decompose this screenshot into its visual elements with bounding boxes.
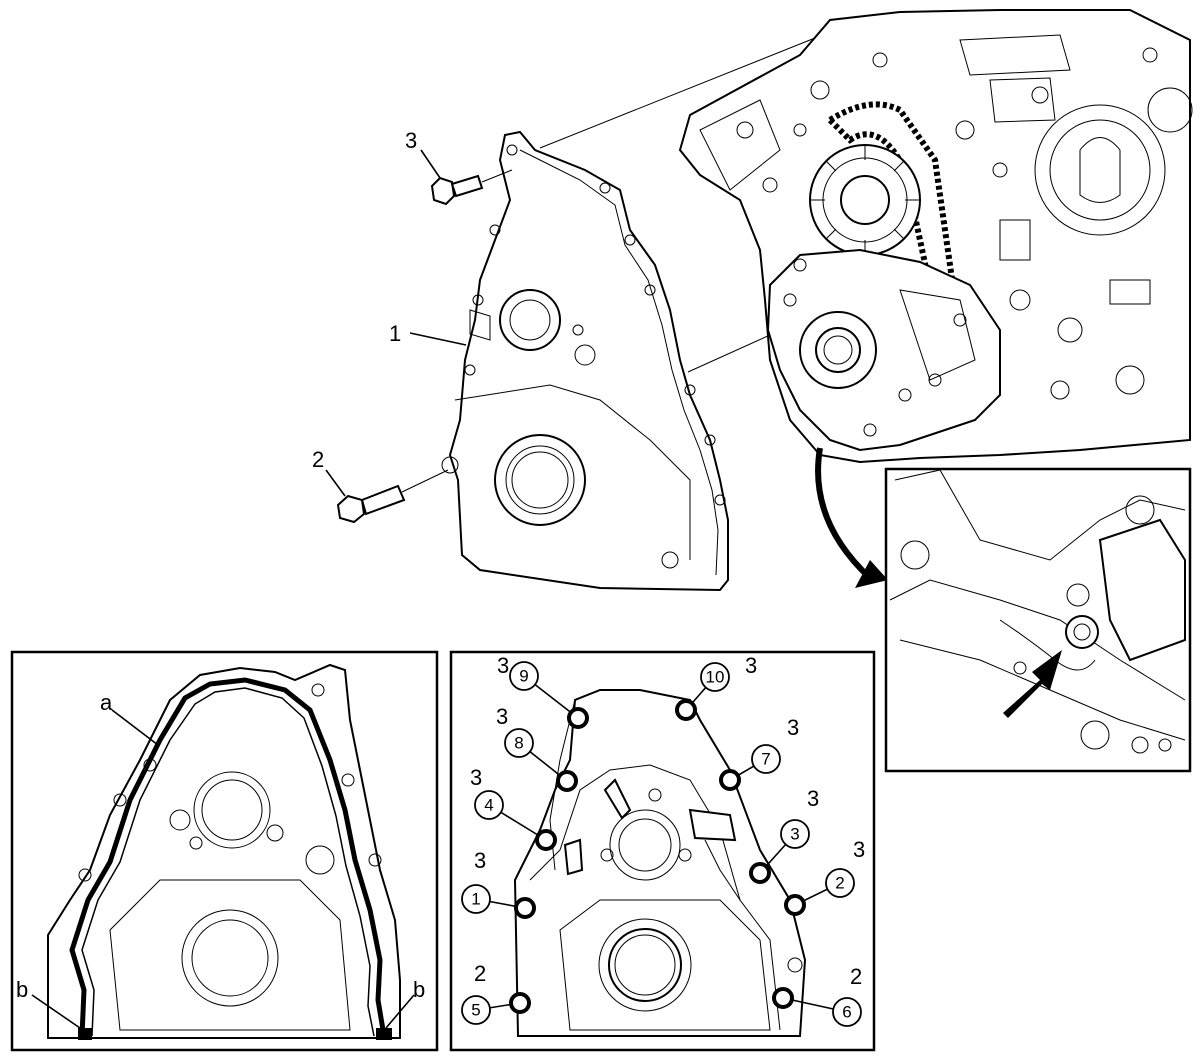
curved-arrow-head: [855, 560, 888, 588]
bolt-quantity-9: 3: [497, 653, 509, 678]
front-cover-illustration: [441, 130, 729, 592]
bolt-top-callout: 3: [405, 128, 417, 153]
bolt-bottom-callout: 2: [312, 447, 324, 472]
sequence-number-4: 4: [484, 796, 493, 815]
sequence-number-circle: [461, 995, 491, 1025]
curved-arrow: [815, 447, 873, 581]
bolt-quantity-10: 3: [745, 653, 757, 678]
sequence-number-1: 1: [471, 890, 480, 909]
bolt-quantity-8: 3: [496, 704, 508, 729]
sequence-number-circle: [509, 661, 539, 691]
bolt-head-4: [535, 829, 557, 851]
bolt-head-7: [719, 769, 741, 791]
sequence-number-5: 5: [471, 1001, 480, 1020]
alignment-line: [687, 334, 771, 373]
sequence-number-circle: [780, 819, 810, 849]
bolt-quantity-6: 2: [850, 964, 862, 989]
pointer-arrow-icon: [1003, 650, 1062, 718]
bolt-bottom-illustration: [336, 469, 449, 524]
sealant-end-callout-left: b: [16, 977, 28, 1002]
alignment-line: [539, 37, 816, 149]
tightening-sequence-panel: [449, 650, 876, 1052]
sequence-number-circle: [825, 868, 855, 898]
bolt-quantity-4: 3: [470, 765, 482, 790]
bolt-head-3: [749, 862, 771, 884]
sequence-number-circle: [461, 884, 491, 914]
bolt-head-6: [772, 987, 794, 1009]
bolt-quantity-5: 2: [474, 961, 486, 986]
bolt-head-1: [514, 897, 536, 919]
engine-block-illustration: [678, 9, 1193, 464]
bolt-quantity-2: 3: [853, 837, 865, 862]
sequence-number-3: 3: [790, 825, 799, 844]
bolt-head-10: [675, 699, 697, 721]
sealant-end-callout-right: b: [413, 977, 425, 1002]
bolt-head-8: [556, 770, 578, 792]
sequence-number-9: 9: [519, 667, 528, 686]
sequence-number-10: 10: [706, 668, 725, 687]
sequence-number-circle: [751, 744, 781, 774]
bolt-head-2: [784, 894, 806, 916]
cover-callout: 1: [389, 321, 401, 346]
bolt-top-illustration: [430, 169, 513, 206]
sequence-number-circle: [700, 662, 730, 692]
bolt-quantity-1: 3: [474, 848, 486, 873]
sealant-view-panel: a b b: [10, 650, 439, 1052]
detail-view-panel: [884, 467, 1192, 773]
sequence-number-8: 8: [514, 734, 523, 753]
bolt-quantity-7: 3: [787, 715, 799, 740]
sealant-bead-callout: a: [100, 690, 113, 715]
sequence-number-7: 7: [761, 750, 770, 769]
bolt-head-9: [567, 707, 589, 729]
sequence-number-2: 2: [835, 874, 844, 893]
sequence-number-6: 6: [842, 1003, 851, 1022]
bolt-head-5: [509, 992, 531, 1014]
bolt-quantity-3: 3: [807, 786, 819, 811]
sequence-number-circle: [832, 997, 862, 1027]
sequence-number-circle: [504, 728, 534, 758]
sequence-number-circle: [474, 790, 504, 820]
